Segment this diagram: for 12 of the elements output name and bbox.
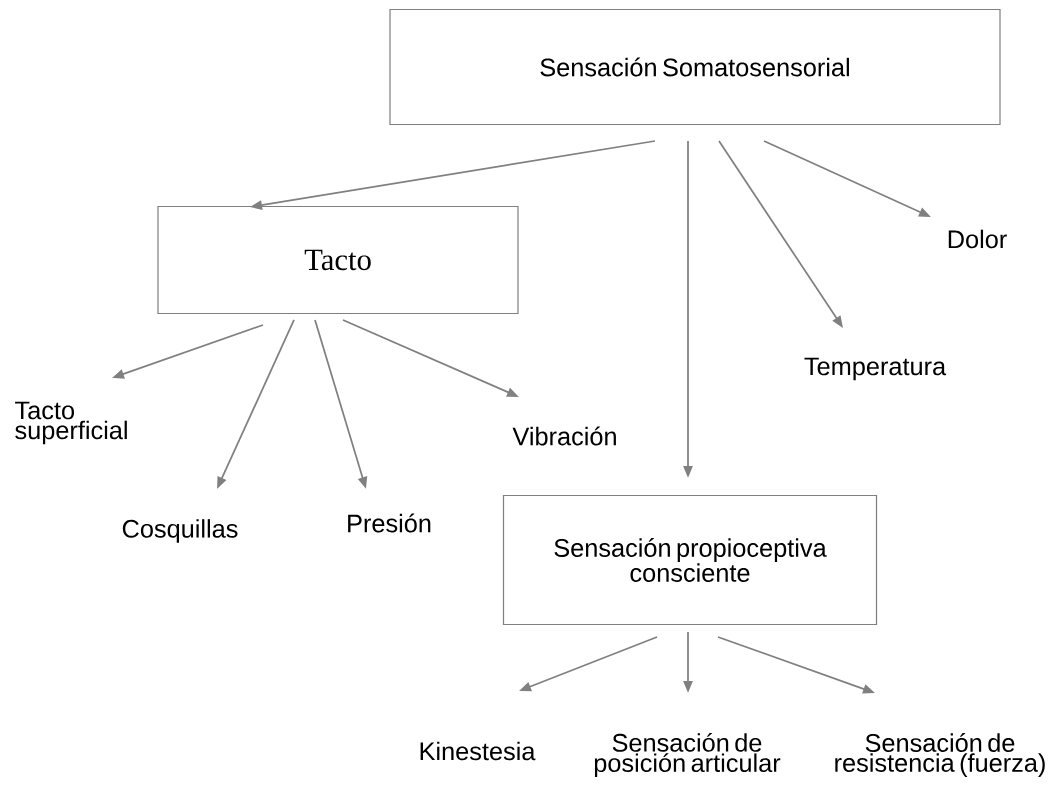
leaf-label: Presión — [348, 513, 431, 533]
leaf-label: Vibración — [512, 426, 616, 446]
leaf-label: Sensación de posición articular — [594, 732, 781, 778]
leaf-label: Tacto superficial — [15, 401, 127, 445]
category-box: Sensación propioceptiva consciente — [502, 494, 878, 626]
leaf-label: Temperatura — [804, 357, 947, 381]
title-box: Sensación Somatosensorial — [389, 8, 1001, 126]
leaf-label: Sensación de resistencia (fuerza) — [835, 733, 1045, 777]
leaf-label: Kinestesia — [420, 741, 536, 761]
leaf-label: Dolor — [948, 229, 1007, 249]
leaf-label: Cosquillas — [122, 519, 238, 543]
category-box: Tacto — [157, 205, 519, 315]
